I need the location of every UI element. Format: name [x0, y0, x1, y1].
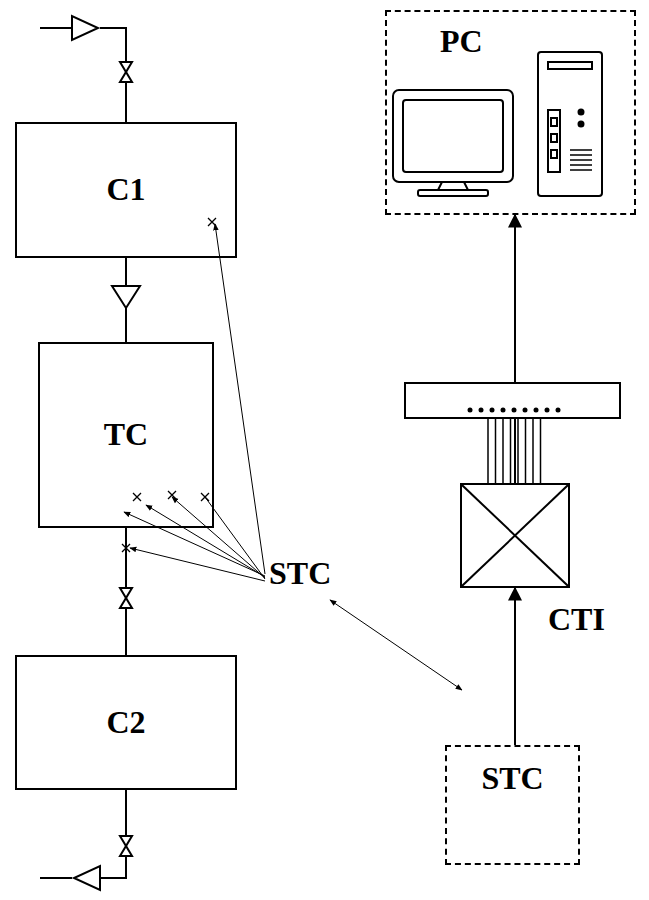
sensor-box: STC [445, 745, 580, 865]
vessel-box: C2 [15, 655, 237, 790]
vessel-box: TC [38, 342, 214, 528]
terminal-bar [405, 383, 620, 483]
flow-triangles [72, 16, 140, 890]
sensor-label: STC [269, 556, 331, 591]
node-label: STC [481, 761, 543, 796]
computer-icon [393, 52, 602, 196]
node-label: CTI [548, 602, 605, 637]
cross-symbol [462, 485, 568, 586]
node-label: C1 [106, 172, 145, 207]
connector-line [514, 588, 516, 745]
computer-box: PC [385, 10, 636, 215]
node-label: PC [440, 24, 483, 59]
thermocouple-marks [122, 218, 216, 552]
connector-line [514, 215, 516, 483]
node-label: TC [104, 417, 148, 452]
vessel-box: C1 [15, 122, 237, 258]
leader-lines [124, 224, 462, 690]
inlet-pipe [40, 28, 126, 878]
node-label: C2 [106, 705, 145, 740]
converter-box: CTI [460, 483, 570, 588]
